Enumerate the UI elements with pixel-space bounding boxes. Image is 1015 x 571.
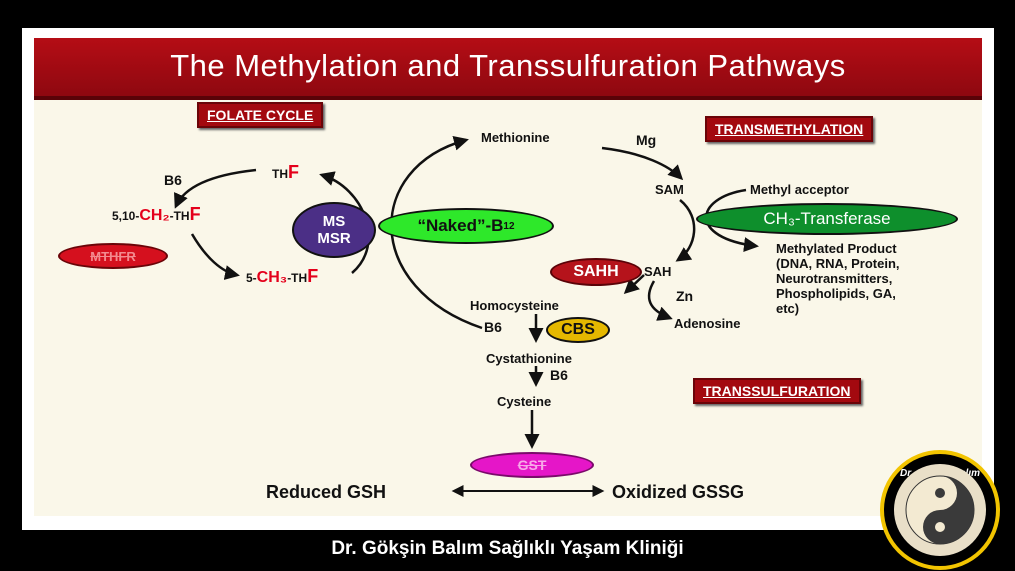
thf-prefix: TH — [272, 167, 288, 181]
b6-folate-label: B6 — [164, 172, 182, 188]
ch3-suffix: -TH — [287, 271, 308, 285]
yin-yang-graphic — [905, 475, 975, 545]
methylated-product: Methylated Product (DNA, RNA, Protein, N… — [776, 241, 900, 316]
ch3-f: F — [307, 266, 319, 286]
ms-label: MS — [322, 213, 346, 230]
title-bar: The Methylation and Transsulfuration Pat… — [34, 38, 982, 100]
arrow-ch2-ch3 — [190, 233, 240, 280]
msr-label: MSR — [317, 230, 351, 247]
sam-label: SAM — [655, 182, 684, 197]
cysteine-label: Cysteine — [497, 394, 552, 409]
diagram-slide: The Methylation and Transsulfuration Pat… — [34, 38, 982, 516]
naked-b12-subscript: 12 — [503, 220, 515, 232]
reduced-gsh-label: Reduced GSH — [266, 482, 387, 502]
cbs-oval: CBS — [546, 317, 610, 343]
transsulfuration-label: TRANSSULFURATION — [693, 378, 861, 404]
methylated-product-line: Methylated Product — [776, 241, 897, 256]
ch3-transferase-oval: CH₃-Transferase — [696, 203, 958, 235]
ch3-prefix: 5- — [246, 271, 257, 285]
zn-label: Zn — [676, 288, 694, 304]
b6-cysteine-label: B6 — [550, 367, 568, 383]
ch2-suffix: -TH — [169, 209, 190, 223]
mthfr-oval: MTHFR — [58, 243, 168, 269]
ch2-f: F — [189, 204, 201, 224]
methyl-acceptor-label: Methyl acceptor — [750, 182, 849, 197]
sah-label: SAH — [644, 264, 672, 279]
transmethylation-label: TRANSMETHYLATION — [705, 116, 874, 142]
ch2-thf-label: 5,10-CH₂-THF — [112, 204, 201, 225]
methylated-product-line: Neurotransmitters, — [776, 271, 893, 286]
adenosine-label: Adenosine — [674, 316, 741, 331]
sahh-oval: SAHH — [550, 258, 642, 286]
naked-b12-label: “Naked”-B — [417, 216, 504, 235]
ms-msr-oval: MS MSR — [292, 202, 376, 258]
methylated-product-line: etc) — [776, 301, 800, 316]
ch2-mid: CH₂ — [139, 207, 170, 224]
arrow-sah-adenosine — [647, 280, 673, 321]
mg-label: Mg — [636, 132, 657, 148]
methylated-product-line: Phospholipids, GA, — [776, 286, 896, 301]
oxidized-gssg-label: Oxidized GSSG — [612, 482, 745, 502]
clinic-logo: Dr. Gökşin Balım — [880, 450, 1000, 570]
footer-clinic-name: Dr. Gökşin Balım Sağlıklı Yaşam Kliniği — [331, 538, 684, 559]
diagram-title: The Methylation and Transsulfuration Pat… — [170, 48, 846, 83]
arrow-thf-ch2 — [174, 168, 257, 209]
folate-cycle-label: FOLATE CYCLE — [197, 102, 324, 128]
arrow-sam-sah — [675, 199, 696, 262]
ch3-mid: CH₃ — [256, 269, 288, 286]
thf-label: THF — [272, 162, 299, 183]
thf-f: F — [288, 162, 299, 182]
methylated-product-line: (DNA, RNA, Protein, — [776, 256, 900, 271]
arrow-methionine-sam — [601, 146, 684, 181]
ch3-thf-label: 5-CH₃-THF — [246, 266, 318, 287]
ch2-prefix: 5,10- — [112, 209, 140, 223]
b6-cbs-label: B6 — [484, 319, 502, 335]
cystathionine-label: Cystathionine — [486, 351, 572, 366]
gst-oval: GST — [470, 452, 594, 478]
arrow-sah-homocysteine — [623, 274, 645, 295]
yin-yang-icon — [894, 464, 986, 556]
methionine-label: Methionine — [481, 130, 550, 145]
homocysteine-label: Homocysteine — [470, 298, 559, 313]
